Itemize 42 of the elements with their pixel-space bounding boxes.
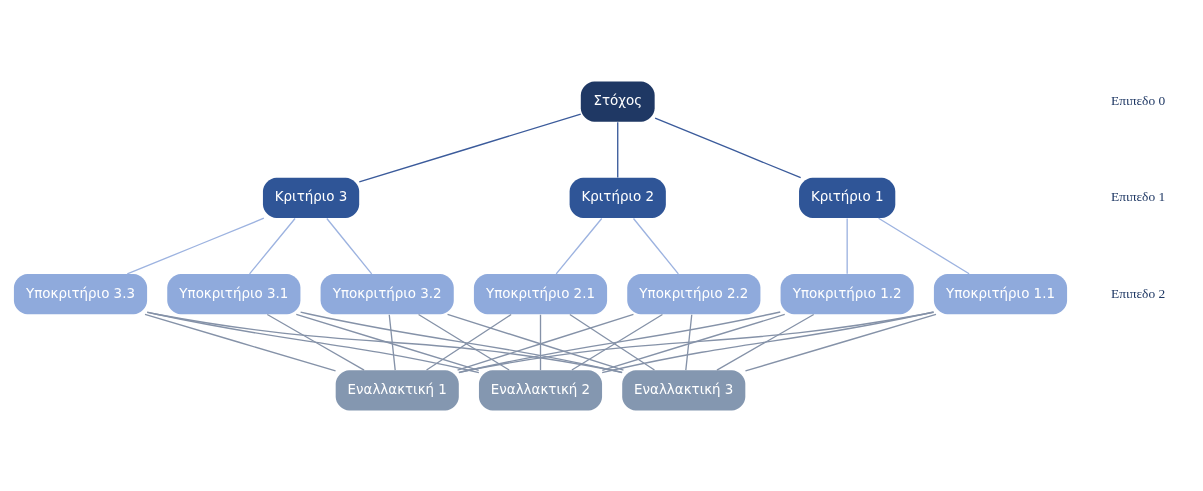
connector [846, 217, 848, 275]
node-box: Υποκριτήριο 1.1 [933, 273, 1068, 314]
connector [539, 313, 542, 371]
node-box: Εναλλακτική 3 [622, 369, 746, 410]
node-box: Υποκριτήριο 3.2 [320, 273, 454, 314]
connector [146, 311, 480, 373]
connector [716, 313, 815, 371]
connector [877, 217, 970, 274]
connector [632, 217, 679, 275]
connector [248, 217, 296, 275]
connector [266, 313, 365, 371]
label: Επιπεδο 0 [1111, 92, 1166, 108]
connector [126, 217, 265, 275]
node-box: Εναλλακτική 2 [478, 369, 603, 410]
connector [295, 313, 480, 371]
node-box: Εναλλακτική 1 [335, 369, 459, 410]
connector [654, 116, 802, 178]
connector [326, 217, 373, 275]
connector [144, 313, 337, 372]
connector [299, 311, 623, 373]
connector [388, 313, 396, 371]
node-box: Υποκριτήριο 2.2 [627, 273, 761, 314]
connector [458, 311, 935, 373]
connector [601, 313, 786, 371]
connector [685, 313, 693, 371]
node-box: Υποκριτήριο 2.1 [473, 273, 608, 314]
node-box: Υποκριτήριο 3.1 [167, 273, 301, 314]
node-box: Κριτήριο 2 [569, 177, 666, 218]
connector [744, 313, 937, 372]
connector [617, 121, 619, 178]
label: Επιπεδο 2 [1111, 285, 1166, 301]
node-box: Κριτήριο 1 [799, 177, 896, 218]
node-box: Υποκριτήριο 1.2 [780, 273, 914, 314]
connector [146, 311, 623, 373]
connector [458, 310, 781, 373]
connector [555, 217, 603, 275]
node-box: Κριτήριο 3 [262, 177, 360, 218]
label: Επιπεδο 1 [1111, 188, 1166, 204]
node-box: Υποκριτήριο 3.3 [13, 273, 148, 314]
node-box: Στόχος [580, 81, 655, 122]
connector [601, 310, 935, 373]
connector [358, 112, 582, 183]
